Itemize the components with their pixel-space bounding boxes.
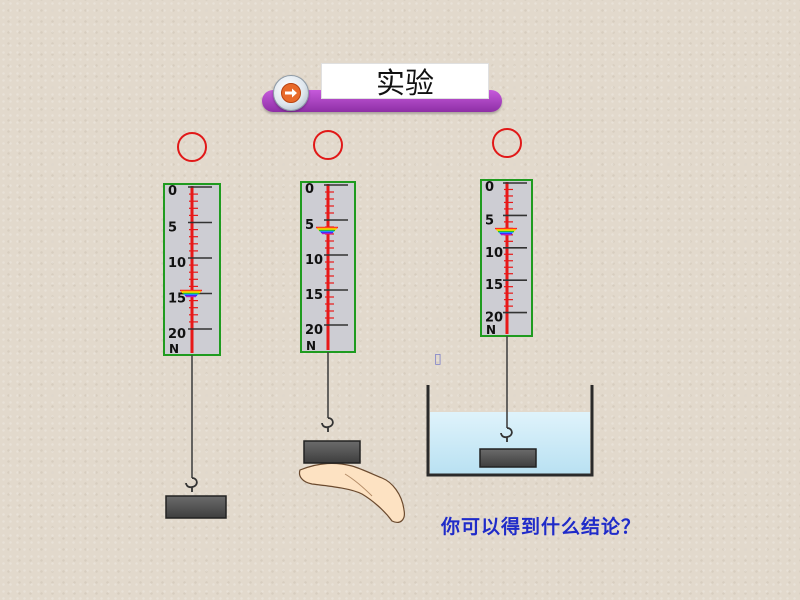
balance-hook <box>321 417 334 432</box>
hand <box>298 462 405 523</box>
pointer <box>180 289 202 298</box>
question-text: 你可以得到什么结论？ <box>441 516 642 538</box>
stray-glyph: ▯ <box>434 351 442 367</box>
balance-ring <box>177 132 207 162</box>
balance-hook <box>185 477 198 492</box>
tick-label: 5 <box>485 213 494 228</box>
tick-label: 15 <box>485 278 503 293</box>
tick-label: 0 <box>485 180 494 195</box>
tick-label: 20 <box>485 311 503 326</box>
tick-label: 15 <box>168 292 186 307</box>
spring-balance-3: 0 5 10 15 20N <box>479 128 537 468</box>
tick-label: 0 <box>305 182 314 197</box>
unit-label: N <box>169 342 179 356</box>
tick-label: 5 <box>305 218 314 233</box>
tick-label: 15 <box>305 288 323 303</box>
balance-ring <box>492 128 522 158</box>
tick-label: 10 <box>485 246 503 261</box>
tick-label: 0 <box>168 184 177 199</box>
tick-label: 10 <box>168 256 186 271</box>
tick-label: 20 <box>168 327 186 342</box>
unit-label: N <box>306 339 316 353</box>
spring-balance-1: 0 5 10 15 20N <box>163 132 227 519</box>
pointer <box>495 227 517 236</box>
tick-label: 10 <box>305 253 323 268</box>
tick-label: 5 <box>168 221 177 236</box>
unit-label: N <box>486 323 496 337</box>
tick-label: 20 <box>305 323 323 338</box>
metal-block <box>303 440 361 464</box>
balance-hook <box>500 427 513 442</box>
pointer <box>316 226 338 235</box>
page-title: 实验 <box>321 63 489 100</box>
spring-balance-2: 0 5 10 15 20N <box>300 130 361 464</box>
metal-block <box>479 448 537 468</box>
metal-block <box>165 495 227 519</box>
arrow-right-icon[interactable] <box>273 75 309 111</box>
balance-ring <box>313 130 343 160</box>
